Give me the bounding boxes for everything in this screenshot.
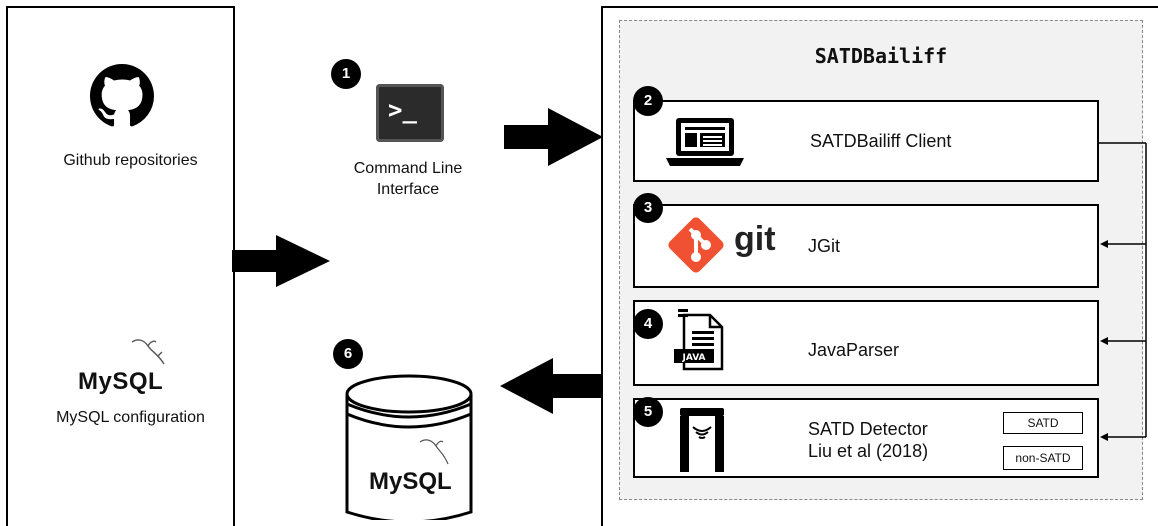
- step-badge-1: 1: [331, 59, 361, 89]
- satd-detector-label-line1: SATD Detector: [808, 419, 928, 439]
- laptop-icon: [666, 118, 744, 166]
- cli-label-line2: Interface: [376, 181, 440, 198]
- tag-non-satd: non-SATD: [1003, 446, 1083, 470]
- github-label: Github repositories: [63, 152, 198, 169]
- inputs-panel: [6, 6, 235, 526]
- database-cylinder-icon: [345, 374, 473, 520]
- mysql-config-label: MySQL configuration: [56, 409, 205, 426]
- component-client: [633, 100, 1099, 182]
- step-badge-6: 6: [333, 339, 363, 369]
- satd-detector-label: SATD Detector Liu et al (2018): [808, 418, 928, 462]
- detector-gate-icon: [680, 408, 724, 472]
- git-logo-icon: [668, 217, 724, 273]
- step-badge-5: 5: [633, 397, 663, 427]
- arrow-system-to-database: [500, 358, 603, 414]
- connector-arrow-jgit: [1100, 240, 1108, 248]
- java-file-icon: JAVA: [674, 309, 724, 371]
- git-logo-text: git: [734, 220, 776, 258]
- database-logo-text: MySQL: [369, 468, 452, 495]
- system-title: SATDBailiff: [814, 44, 948, 68]
- github-icon: [90, 64, 154, 127]
- cli-label-line1: Command Line: [353, 160, 463, 177]
- mysql-logo-text: MySQL: [78, 368, 164, 395]
- tag-satd: SATD: [1003, 412, 1083, 434]
- connector-arrow-javaparser: [1100, 337, 1108, 345]
- terminal-prompt: >_: [388, 96, 417, 124]
- connector-arrow-detector: [1100, 433, 1108, 441]
- javaparser-label: JavaParser: [808, 340, 900, 360]
- mysql-dolphin-icon: [131, 339, 165, 365]
- arrow-cli-to-system: [504, 108, 603, 166]
- java-file-icon-text: JAVA: [681, 353, 705, 363]
- step-badge-4: 4: [633, 309, 663, 339]
- terminal-icon: >_: [376, 84, 444, 142]
- satd-detector-label-line2: Liu et al (2018): [808, 441, 929, 461]
- cli-label: Command Line Interface: [328, 158, 488, 200]
- arrow-inputs-to-cli: [232, 235, 330, 287]
- client-label: SATDBailiff Client: [810, 131, 952, 151]
- step-badge-3: 3: [633, 193, 663, 223]
- jgit-label: JGit: [808, 236, 841, 256]
- step-badge-2: 2: [633, 86, 663, 116]
